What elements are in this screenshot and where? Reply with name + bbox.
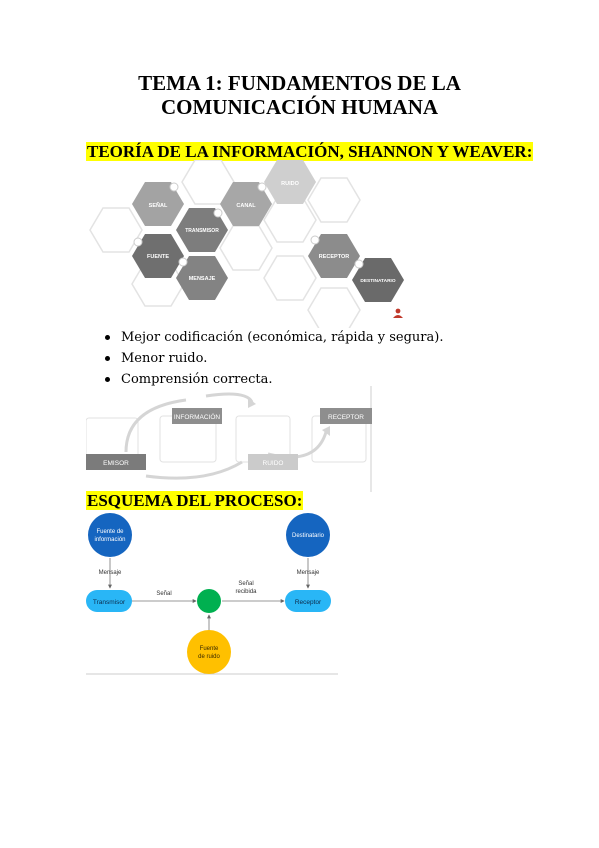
page-title-line-1: TEMA 1: FUNDAMENTOS DE LA [138, 71, 461, 95]
list-item: Mejor codificación (económica, rápida y … [104, 327, 443, 348]
list-item: Comprensión correcta. [104, 369, 443, 390]
hex-receptor: RECEPTOR [308, 234, 360, 278]
node-channel [197, 589, 221, 613]
node-fuente-informacion-line1: Fuente de [96, 529, 124, 535]
edge-label-mensaje-right: Mensaje [297, 570, 320, 576]
edge-label-senal-recibida-line2: recibida [235, 589, 257, 595]
hex-ruido: RUIDO [264, 160, 316, 204]
hex-destinatario: DESTINATARIO [352, 258, 404, 302]
flow-label-emisor-text: EMISOR [103, 460, 129, 467]
section-heading-process-scheme: ESQUEMA DEL PROCESO: [86, 491, 304, 510]
edge-label-mensaje-left: Mensaje [99, 570, 122, 576]
edge-label-senal: Señal [156, 591, 171, 597]
bullet-list: Mejor codificación (económica, rápida y … [104, 327, 443, 390]
node-fuente-informacion-line2: información [94, 537, 125, 543]
person-icon [393, 308, 403, 318]
flow-label-receptor: RECEPTOR [320, 408, 372, 424]
list-item: Menor ruido. [104, 348, 443, 369]
hex-canal: CANAL [220, 182, 272, 226]
node-receptor: Receptor [285, 590, 331, 612]
hex-senal: SEÑAL [132, 182, 184, 226]
hex-fuente: FUENTE [132, 234, 184, 278]
hex-receptor-label: RECEPTOR [319, 254, 349, 260]
node-transmisor-label: Transmisor [93, 599, 126, 606]
section-heading-information-theory: TEORÍA DE LA INFORMACIÓN, SHANNON Y WEAV… [86, 142, 534, 161]
node-destinatario: Destinatario [286, 513, 330, 557]
hex-destinatario-label: DESTINATARIO [360, 278, 396, 284]
empty-hexagons [89, 160, 361, 328]
flow-label-ruido: RUIDO [248, 454, 298, 470]
process-diagram: Fuente de información Destinatario Trans… [86, 513, 338, 675]
flow-diagram: INFORMACIÓN RECEPTOR EMISOR RUIDO [86, 386, 372, 492]
page-title-line-2: COMUNICACIÓN HUMANA [160, 95, 439, 119]
node-fuente-ruido-line1: Fuente [200, 646, 219, 652]
hex-mensaje-label: MENSAJE [189, 276, 216, 282]
hexagon-diagram: SEÑAL CANAL RUIDO TRANSMISOR FUENTE MENS… [89, 160, 404, 328]
hex-fuente-label: FUENTE [147, 254, 169, 260]
node-fuente-informacion: Fuente de información [88, 513, 132, 557]
hex-transmisor-label: TRANSMISOR [185, 228, 219, 234]
flow-label-ruido-text: RUIDO [263, 460, 284, 467]
node-destinatario-label: Destinatario [292, 533, 325, 539]
node-fuente-ruido: Fuente de ruido [187, 630, 231, 674]
flow-label-informacion-text: INFORMACIÓN [174, 412, 221, 421]
node-transmisor: Transmisor [86, 590, 132, 612]
process-edges [108, 558, 310, 630]
hex-mensaje: MENSAJE [176, 256, 228, 300]
hex-canal-label: CANAL [236, 203, 256, 209]
flow-label-informacion: INFORMACIÓN [172, 408, 222, 424]
flow-label-receptor-text: RECEPTOR [328, 414, 364, 421]
edge-label-senal-recibida-line1: Señal [238, 581, 253, 587]
node-fuente-ruido-line2: de ruido [198, 654, 220, 660]
flow-label-emisor: EMISOR [86, 454, 146, 470]
hex-ruido-label: RUIDO [281, 181, 299, 187]
hex-senal-label: SEÑAL [149, 202, 168, 209]
node-receptor-label: Receptor [295, 599, 322, 606]
hex-transmisor: TRANSMISOR [176, 208, 228, 252]
